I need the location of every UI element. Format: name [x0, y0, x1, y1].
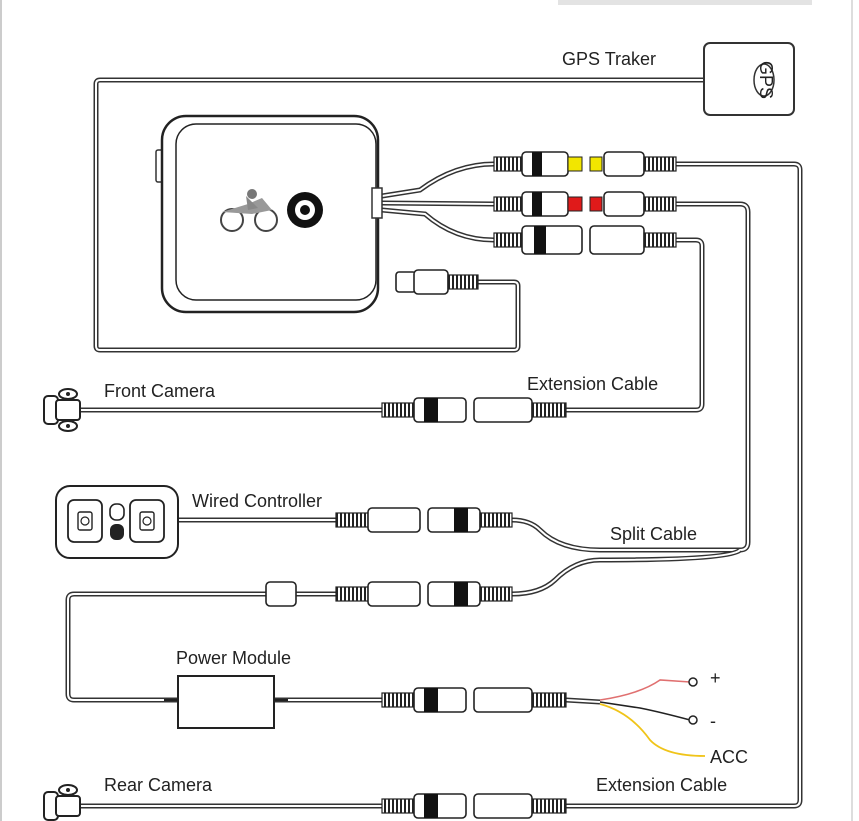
rear-extension-female	[473, 793, 567, 819]
controller-button-icon-2	[129, 499, 165, 543]
wired-controller-label: Wired Controller	[192, 491, 322, 511]
rear-extension-male	[381, 793, 467, 819]
dvr-unit-icon	[155, 114, 383, 314]
controller-plug-male	[335, 507, 421, 533]
dvr-cables	[381, 161, 495, 243]
top-bar	[558, 0, 812, 5]
controller-button-icon	[67, 499, 103, 543]
connector-white-male	[493, 225, 583, 255]
rear-bullet-camera-icon	[43, 784, 81, 821]
bullet-camera-icon	[43, 388, 81, 432]
power-leads	[565, 677, 706, 757]
rear-camera-wire	[566, 161, 803, 809]
gps-device-label: GPS	[756, 61, 776, 99]
connector-yellow-male	[493, 151, 583, 177]
gps-plug	[395, 269, 479, 295]
motorcycle-icon	[220, 189, 278, 232]
power-module	[164, 675, 288, 729]
ferrite-bead	[265, 581, 297, 607]
power-module-label: Power Module	[176, 648, 291, 668]
front-camera-wire	[566, 237, 705, 413]
power-plug-male	[335, 581, 421, 607]
power-wire	[65, 591, 382, 703]
acc-label: ACC	[710, 747, 748, 767]
power-plug-female	[427, 581, 513, 607]
minus-label: -	[710, 711, 716, 731]
connector-red-male	[493, 191, 583, 217]
camera-lens-icon	[287, 192, 323, 228]
gps-icon: GPS	[753, 61, 776, 99]
power-module-plug-female	[473, 687, 567, 713]
plus-label: +	[710, 668, 721, 688]
connector-red-female	[589, 191, 677, 217]
front-extension-female	[473, 397, 567, 423]
extension-cable-label-2: Extension Cable	[596, 775, 727, 795]
gps-wire	[93, 77, 704, 353]
front-extension-male	[381, 397, 467, 423]
split-cable-label: Split Cable	[610, 524, 697, 544]
gps-label: GPS Traker	[562, 49, 656, 69]
controller-plug-female	[427, 507, 513, 533]
wired-controller	[55, 485, 179, 559]
front-camera-label: Front Camera	[104, 381, 216, 401]
rear-camera-label: Rear Camera	[104, 775, 213, 795]
connector-white-female	[589, 225, 677, 255]
extension-cable-label-1: Extension Cable	[527, 374, 658, 394]
gps-device: GPS	[703, 42, 795, 116]
split-cable-wire	[511, 201, 751, 597]
power-module-plug-male	[381, 687, 467, 713]
connector-yellow-female	[589, 151, 677, 177]
